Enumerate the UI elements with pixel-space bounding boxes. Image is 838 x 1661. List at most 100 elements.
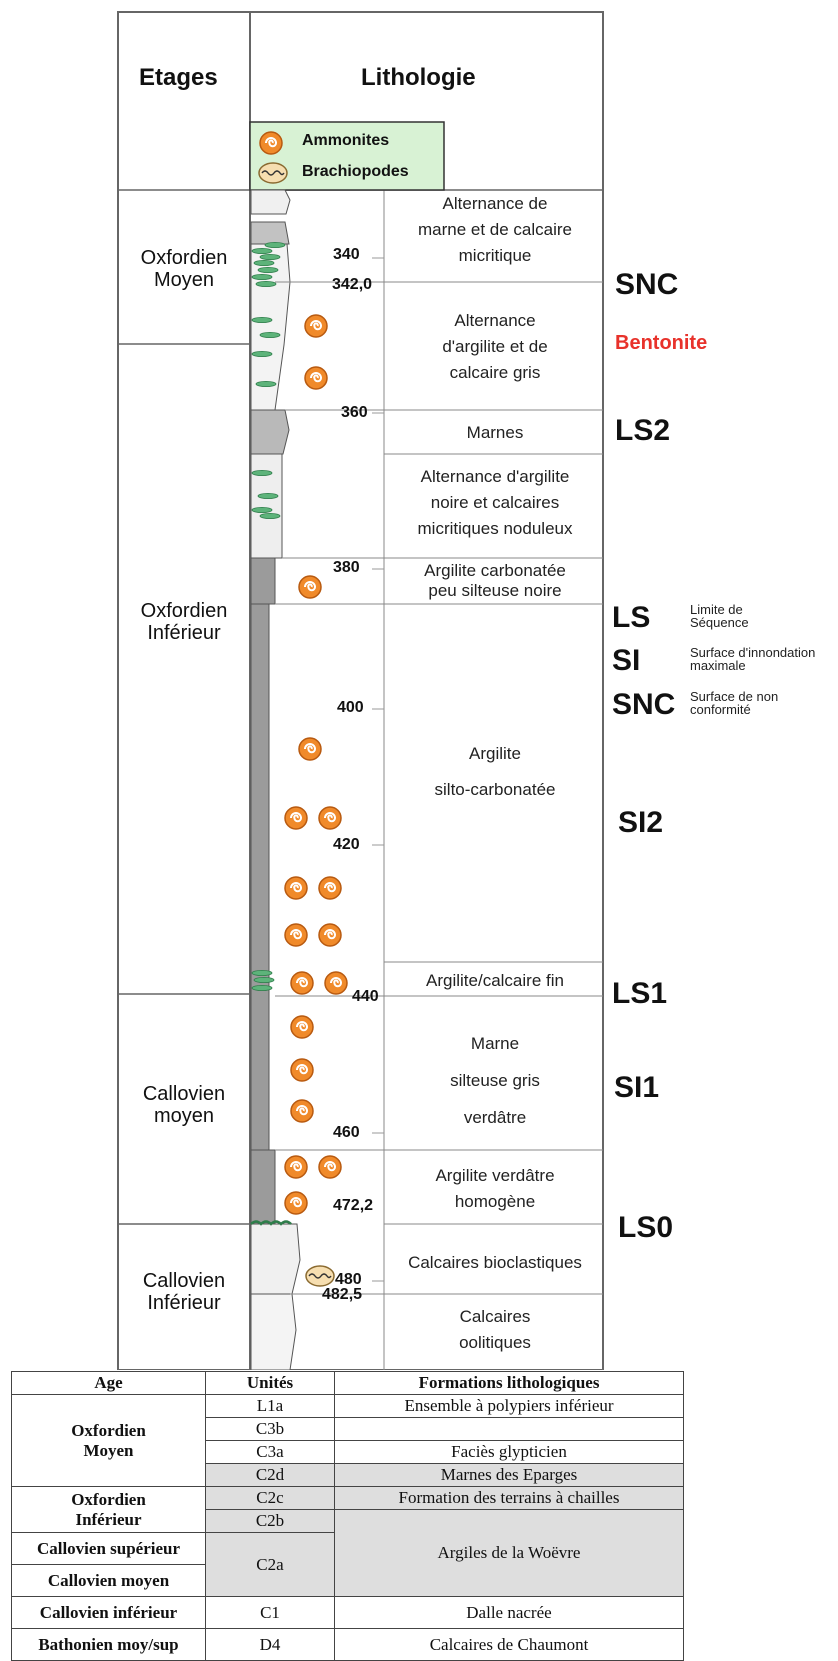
table-row: Callovien supérieur C2a	[11, 1532, 684, 1597]
unit-cell: C3a	[205, 1440, 335, 1464]
legend-brachiopodes-label: Brachiopodes	[302, 163, 409, 180]
depth-label: 340	[333, 246, 360, 263]
correlation-table: Age Unités Formations lithologiques Oxfo…	[11, 1371, 684, 1661]
table-row: Callovien inférieur C1 Dalle nacrée	[11, 1596, 684, 1629]
ammonite-icon	[318, 876, 342, 900]
sequence-label: SI2	[618, 806, 664, 839]
depth-label: 360	[341, 404, 368, 421]
stratigraphic-log	[117, 11, 604, 1370]
formation-cell: Ensemble à polypiers inférieur	[334, 1394, 684, 1418]
limestone-lens	[253, 259, 275, 267]
ammonite-icon	[324, 971, 348, 995]
ammonite-icon	[318, 806, 342, 830]
limestone-lens	[257, 266, 279, 274]
sequence-label: LS0	[618, 1211, 674, 1244]
formation-cell: Calcaires de Chaumont	[334, 1628, 684, 1661]
ammonite-icon	[290, 1058, 314, 1082]
log-frame	[117, 11, 604, 1370]
argillite-limestone-alternation	[250, 453, 283, 559]
table-header: Age	[11, 1371, 206, 1395]
ammonite-icon	[284, 876, 308, 900]
unit-cell: C2a	[205, 1532, 335, 1597]
ammonite-icon	[298, 575, 322, 599]
ammonite-icon	[284, 806, 308, 830]
sequence-label: LS1	[612, 977, 668, 1010]
ammonite-icon	[304, 314, 328, 338]
unit-description: Calcaires bioclastiques	[408, 1253, 582, 1272]
depth-label: 400	[337, 699, 364, 716]
age-cell: Callovien moyen	[11, 1564, 206, 1597]
ammonite-icon	[290, 971, 314, 995]
ammonite-icon	[304, 366, 328, 390]
depth-label: 380	[333, 559, 360, 576]
table-header: Unités	[205, 1371, 335, 1395]
table-row: Bathonien moy/sup D4 Calcaires de Chaumo…	[11, 1628, 684, 1661]
depth-label: 480	[335, 1271, 362, 1288]
ammonite-icon	[318, 1155, 342, 1179]
lithology-column-header: Lithologie	[361, 64, 476, 91]
limestone-lens	[251, 273, 273, 281]
sequence-label: LS2	[615, 414, 671, 447]
ammonite-icon	[259, 131, 283, 155]
age-cell: Callovien inférieur	[11, 1596, 206, 1629]
formation-cell: Argiles de la Woëvre	[334, 1509, 684, 1597]
silty-argillite-bed	[250, 603, 270, 1225]
legend-ammonites-label: Ammonites	[302, 132, 390, 149]
unit-boundaries	[275, 281, 603, 1295]
table-row: C2d Marnes des Eparges	[12, 1463, 684, 1487]
argillite-bed	[250, 557, 276, 605]
age-cell: Bathonien moy/sup	[11, 1628, 206, 1661]
depth-label: 482,5	[322, 1286, 363, 1303]
ammonite-icon	[318, 923, 342, 947]
formation-cell: Faciès glypticien	[334, 1440, 684, 1464]
ammonite-icon	[298, 737, 322, 761]
limestone-lens	[257, 492, 279, 500]
limestone-lens	[264, 241, 286, 249]
limestone-lens	[259, 253, 281, 261]
limestone-lens	[259, 513, 281, 519]
limestone-bed	[250, 189, 291, 215]
unit-cell: C2c	[205, 1486, 335, 1510]
unit-cell: L1a	[205, 1394, 335, 1418]
bioclastic-limestone-bed	[250, 1223, 301, 1295]
basal-argillite-bed	[250, 1149, 276, 1225]
ammonite-icon	[284, 923, 308, 947]
formation-cell	[334, 1417, 684, 1441]
sequence-label: SNC	[612, 688, 676, 721]
brachiopod-icon	[305, 1265, 335, 1287]
limestone-lens	[251, 506, 273, 513]
table-header: Formations lithologiques	[334, 1371, 684, 1395]
unit-cell: D4	[205, 1628, 335, 1661]
formation-cell: Dalle nacrée	[334, 1596, 684, 1629]
table-header-row: Age Unités Formations lithologiques	[11, 1371, 684, 1395]
sequence-label: LS	[612, 601, 651, 634]
limestone-lens	[255, 280, 277, 288]
depth-label: 472,2	[333, 1197, 374, 1214]
depth-label: 420	[333, 836, 360, 853]
limestone-lens	[259, 331, 281, 339]
stage-column-header: Etages	[139, 64, 218, 91]
unit-description: Marnes	[466, 423, 524, 442]
limestone-lens	[251, 247, 273, 255]
hardground-surface	[250, 1220, 292, 1226]
sequence-label: SI	[612, 644, 641, 677]
age-cell: Callovien supérieur	[11, 1532, 206, 1565]
unit-cell: C2d	[205, 1463, 335, 1487]
marl-bed	[250, 221, 290, 245]
